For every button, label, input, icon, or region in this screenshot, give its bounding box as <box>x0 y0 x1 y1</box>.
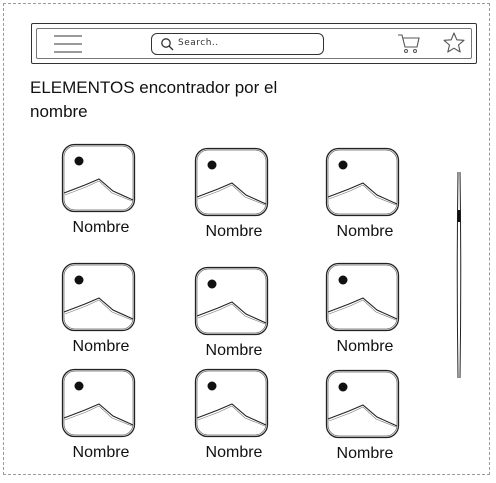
image-placeholder-icon <box>194 147 269 217</box>
item-name-label: Nombre <box>205 223 263 240</box>
image-placeholder-icon <box>194 368 269 438</box>
hamburger-menu-icon[interactable] <box>54 35 82 53</box>
image-placeholder-icon <box>325 147 400 217</box>
item-name-label: Nombre <box>72 444 130 461</box>
image-placeholder-icon <box>325 262 400 332</box>
top-navigation-bar: Search.. <box>31 23 477 64</box>
item-name-label: Nombre <box>336 338 394 355</box>
top-navigation-bar-inner <box>36 28 472 59</box>
search-icon <box>161 38 174 51</box>
result-item-8[interactable]: Nombre <box>189 368 279 464</box>
item-name-label: Nombre <box>205 444 263 461</box>
star-icon[interactable] <box>442 31 466 55</box>
scrollbar-thumb <box>457 210 461 222</box>
image-placeholder-icon <box>61 143 136 213</box>
item-name-label: Nombre <box>205 342 263 359</box>
result-item-7[interactable]: Nombre <box>56 368 146 464</box>
item-name-label: Nombre <box>72 219 130 236</box>
vertical-scrollbar[interactable] <box>455 170 463 380</box>
result-item-6[interactable]: Nombre <box>320 262 410 358</box>
item-name-label: Nombre <box>72 338 130 355</box>
image-placeholder-icon <box>194 266 269 336</box>
result-item-9[interactable]: Nombre <box>320 369 410 465</box>
image-placeholder-icon <box>325 369 400 439</box>
result-item-1[interactable]: Nombre <box>56 143 146 239</box>
image-placeholder-icon <box>61 262 136 332</box>
item-name-label: Nombre <box>336 223 394 240</box>
shopping-cart-icon[interactable] <box>397 32 421 56</box>
search-input[interactable]: Search.. <box>151 33 324 55</box>
result-item-3[interactable]: Nombre <box>320 147 410 243</box>
page-frame <box>3 3 490 475</box>
result-item-5[interactable]: Nombre <box>189 266 279 362</box>
image-placeholder-icon <box>61 368 136 438</box>
search-placeholder: Search.. <box>178 38 219 48</box>
result-item-4[interactable]: Nombre <box>56 262 146 358</box>
result-item-2[interactable]: Nombre <box>189 147 279 243</box>
page-title: ELEMENTOS encontrador por el nombre <box>30 78 278 121</box>
item-name-label: Nombre <box>336 445 394 462</box>
